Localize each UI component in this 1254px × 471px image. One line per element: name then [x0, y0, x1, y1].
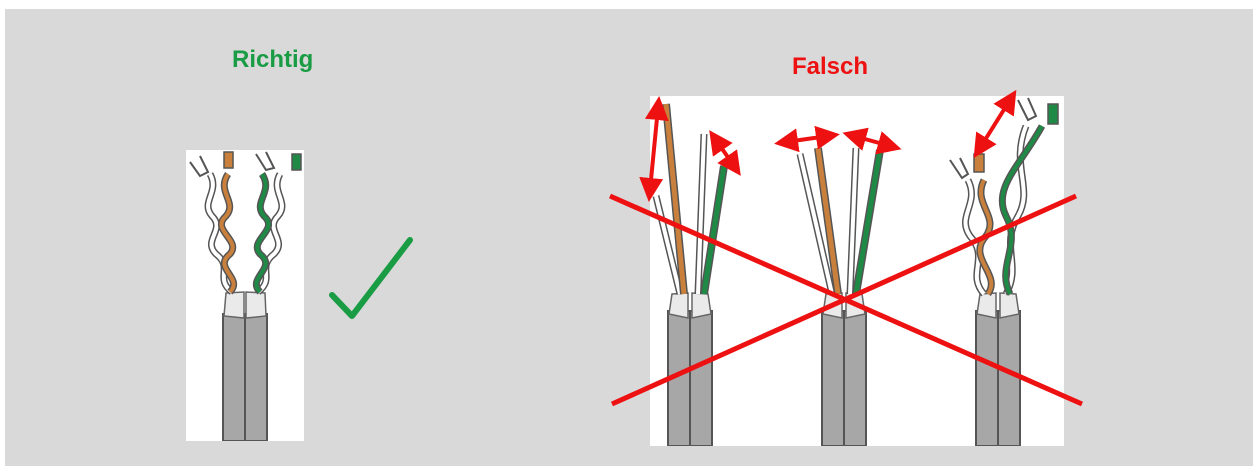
wrong-title: Falsch: [792, 53, 869, 80]
wire-tip-green: [291, 153, 302, 171]
twisted-pair-green: [252, 172, 286, 295]
cable-twisted-uneven: [949, 97, 1059, 446]
wrong-cables-drawing: [652, 97, 1059, 446]
cable-untwisted-long: [652, 103, 728, 446]
wire-tip-white-1: [189, 155, 210, 178]
correct-cable-image: [186, 150, 304, 441]
foil-shield-left: [223, 291, 245, 319]
wrong-cables-image: [650, 96, 1064, 446]
correct-title: Richtig: [232, 46, 314, 73]
twisted-pair-orange: [204, 172, 238, 295]
correct-cable-drawing: [189, 151, 302, 441]
wire-tip-white-2: [255, 151, 276, 172]
foil-shield-right: [245, 291, 267, 319]
wire-tip-orange: [223, 151, 234, 169]
cable-untwisted-center: [796, 147, 884, 446]
